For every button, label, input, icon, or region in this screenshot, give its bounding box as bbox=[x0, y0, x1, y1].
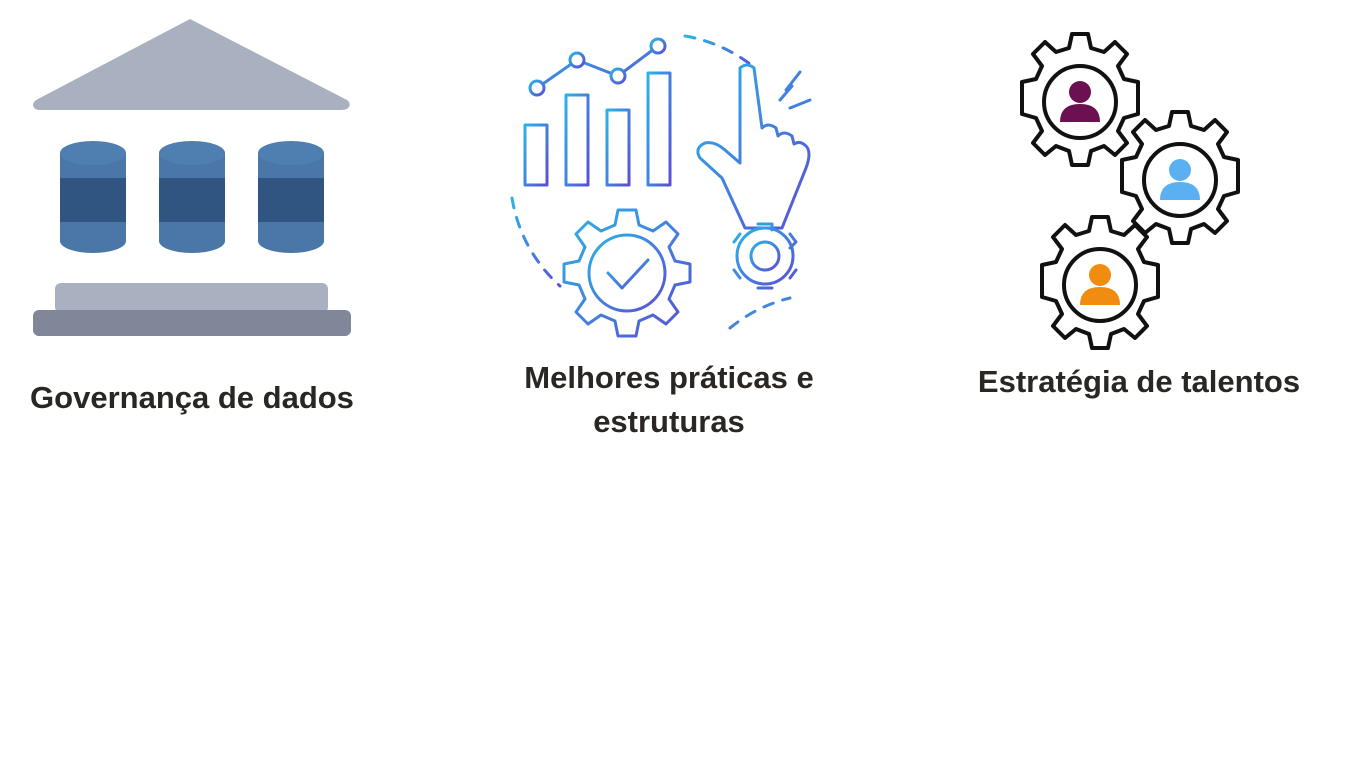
chart-hand-gear-icon bbox=[510, 34, 812, 338]
talent-card: Estratégia de talentos bbox=[940, 0, 1340, 420]
governance-card: Governança de dados bbox=[0, 0, 400, 440]
dashed-arc-top bbox=[683, 34, 757, 70]
practices-label: Melhores práticas e estruturas bbox=[470, 356, 868, 444]
base-top bbox=[55, 283, 328, 313]
small-gear bbox=[732, 222, 798, 290]
gears-people-icon bbox=[1020, 32, 1240, 350]
bar-2 bbox=[564, 93, 590, 187]
hand-pointer bbox=[696, 63, 811, 230]
big-gear bbox=[562, 208, 692, 338]
gear-blue bbox=[1120, 110, 1240, 245]
practices-label-line2: estruturas bbox=[593, 404, 745, 439]
cylinder-2 bbox=[159, 141, 225, 253]
bar-4 bbox=[646, 71, 672, 187]
cylinder-3 bbox=[258, 141, 324, 253]
dashed-arc-left bbox=[510, 196, 562, 288]
bar-3 bbox=[605, 108, 631, 187]
governance-label: Governança de dados bbox=[30, 380, 354, 415]
bar-1 bbox=[523, 123, 549, 187]
gear-orange bbox=[1040, 215, 1160, 350]
trend-line bbox=[535, 44, 660, 90]
practices-label-line1: Melhores práticas e bbox=[524, 360, 814, 395]
dashed-arc-bottom bbox=[728, 296, 792, 330]
cylinder-1 bbox=[60, 141, 126, 253]
base-bottom bbox=[33, 310, 351, 336]
talent-label: Estratégia de talentos bbox=[977, 364, 1301, 399]
bank-database-icon bbox=[33, 19, 351, 336]
gear-purple bbox=[1020, 32, 1140, 167]
practices-card: Melhores práticas e estruturas bbox=[470, 0, 870, 460]
roof-shape bbox=[33, 19, 350, 110]
check-icon bbox=[606, 258, 650, 290]
